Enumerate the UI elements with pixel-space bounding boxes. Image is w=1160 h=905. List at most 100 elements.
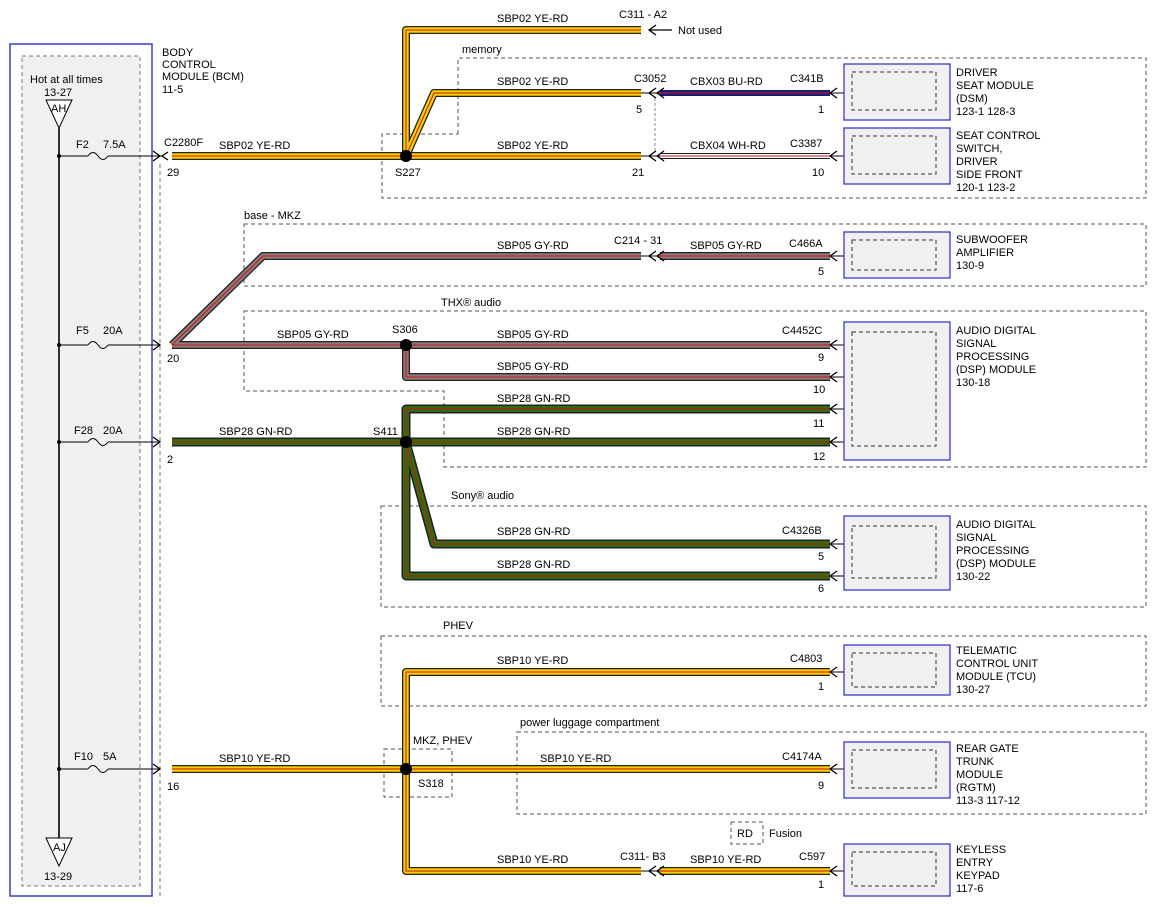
wire-label: SBP10 YE-RD [497,854,568,866]
wire-label: SBP28 GN-RD [219,426,292,438]
svg-text:AUDIO DIGITAL: AUDIO DIGITAL [956,325,1036,337]
hot-symbol-label: AH [51,103,66,115]
wire-label: SBP02 YE-RD [497,76,568,88]
svg-text:C3052: C3052 [634,73,666,85]
svg-text:SEAT CONTROL: SEAT CONTROL [956,130,1041,142]
option-label-base-mkz: base - MKZ [244,210,301,222]
wire-label: SBP28 GN-RD [497,393,570,405]
svg-text:C466A: C466A [789,238,823,250]
fuse-name: F5 [76,325,89,337]
wire-sbp05 [169,252,830,381]
svg-text:C3387: C3387 [790,138,822,150]
svg-text:SWITCH,: SWITCH, [956,143,1002,155]
svg-text:C4174A: C4174A [782,751,822,763]
svg-text:SIDE FRONT: SIDE FRONT [956,169,1023,181]
svg-text:9: 9 [818,780,824,792]
svg-text:AMPLIFIER: AMPLIFIER [956,247,1014,259]
module-dsm: DRIVER SEAT MODULE (DSM) 123-1 128-3 [843,63,1034,121]
splice-s306: S306 [392,324,418,351]
svg-text:C311- B3: C311- B3 [620,851,666,863]
svg-text:(RGTM): (RGTM) [956,782,996,794]
wire-label: SBP10 YE-RD [540,753,611,765]
svg-text:21: 21 [632,167,644,179]
fuse-pin: 29 [167,167,179,179]
option-label-sony: Sony® audio [451,490,514,502]
memory-box [381,57,1147,199]
svg-text:5: 5 [636,104,642,116]
svg-text:1: 1 [818,104,824,116]
wire-label: SBP10 YE-RD [497,655,568,667]
connector-labels: C311 - A2 Not used C3052 5 C341B 1 21 C3… [614,9,825,891]
bcm-connector-label: C2280F [164,137,203,149]
fuse-name: F2 [76,139,89,151]
module-dsp-thx: AUDIO DIGITAL SIGNAL PROCESSING (DSP) MO… [843,321,1036,461]
svg-text:C4326B: C4326B [782,525,822,537]
wire-sbp02 [172,26,641,160]
svg-text:SIGNAL: SIGNAL [956,338,996,350]
bcm-title-line: BODY [162,47,194,59]
svg-text:130-27: 130-27 [956,684,990,696]
wire-label: SBP05 GY-RD [497,329,569,341]
wire-label: SBP05 GY-RD [277,329,349,341]
wire-label: SBP02 YE-RD [497,13,568,25]
wire-sbp28 [172,404,830,581]
wire-label: CBX03 BU-RD [690,76,763,88]
inline-connectors [647,24,672,877]
svg-text:Not used: Not used [678,25,722,37]
option-label-power-luggage: power luggage compartment [520,717,659,729]
svg-text:PROCESSING: PROCESSING [956,545,1029,557]
fuse-rating: 7.5A [103,139,126,151]
svg-text:S306: S306 [392,324,418,336]
module-keypad: KEYLESS ENTRY KEYPAD 117-6 [843,843,1006,897]
fuse-f5: F5 20A 20 [57,325,179,365]
module-seat-switch: SEAT CONTROL SWITCH, DRIVER SIDE FRONT 1… [843,127,1041,194]
module-dsp-sony: AUDIO DIGITAL SIGNAL PROCESSING (DSP) MO… [843,515,1036,591]
svg-text:10: 10 [813,384,825,396]
svg-text:9: 9 [818,352,824,364]
fuse-name: F10 [74,751,93,763]
svg-text:KEYPAD: KEYPAD [956,870,1000,882]
wire-label: SBP05 GY-RD [690,240,762,252]
wire-label: SBP10 YE-RD [219,753,290,765]
wire-label: CBX04 WH-RD [690,140,766,152]
splice-s227: S227 [395,150,421,179]
wire-label: SBP02 YE-RD [219,140,290,152]
fuse-rating: 5A [103,751,117,763]
wire-labels: SBP02 YE-RD SBP02 YE-RD SBP02 YE-RD SBP0… [219,13,766,866]
top-ref: 13-27 [44,87,72,99]
svg-text:130-18: 130-18 [956,377,990,389]
svg-text:120-1 123-2: 120-1 123-2 [956,182,1015,194]
svg-text:SIGNAL: SIGNAL [956,532,996,544]
svg-text:MODULE (TCU): MODULE (TCU) [956,671,1036,683]
svg-text:(DSM): (DSM) [956,93,988,105]
svg-text:5: 5 [818,551,824,563]
svg-text:(DSP) MODULE: (DSP) MODULE [956,558,1036,570]
svg-text:CONTROL UNIT: CONTROL UNIT [956,658,1038,670]
module-rgtm: REAR GATE TRUNK MODULE (RGTM) 113-3 117-… [843,741,1020,807]
svg-text:C4803: C4803 [790,653,822,665]
bcm-title-line: CONTROL [162,59,216,71]
svg-text:SUBWOOFER: SUBWOOFER [956,234,1028,246]
svg-text:C214 - 31: C214 - 31 [614,235,662,247]
svg-text:12: 12 [813,451,825,463]
bcm-title-line: 11-5 [162,84,183,96]
fuse-rating: 20A [103,425,123,437]
fuse-f10: F10 5A 16 [57,751,179,793]
svg-text:1: 1 [818,681,824,693]
svg-text:6: 6 [818,583,824,595]
ground-triangle-symbol [45,837,73,868]
svg-text:113-3 117-12: 113-3 117-12 [956,795,1020,807]
svg-text:S411: S411 [373,426,398,438]
svg-text:C341B: C341B [790,73,824,85]
wire-label: SBP28 GN-RD [497,426,570,438]
hot-triangle-symbol [45,99,73,130]
svg-text:PROCESSING: PROCESSING [956,351,1029,363]
module-subwoofer: SUBWOOFER AMPLIFIER 130-9 [843,231,1028,279]
splice-s411: S411 [373,426,412,448]
wire-label: SBP28 GN-RD [497,526,570,538]
splice-s318: S318 [400,763,444,790]
option-label-fusion: Fusion [769,828,802,840]
bcm-block: BODY CONTROL MODULE (BCM) 11-5 Hot at al… [9,43,244,897]
svg-text:SEAT MODULE: SEAT MODULE [956,80,1034,92]
